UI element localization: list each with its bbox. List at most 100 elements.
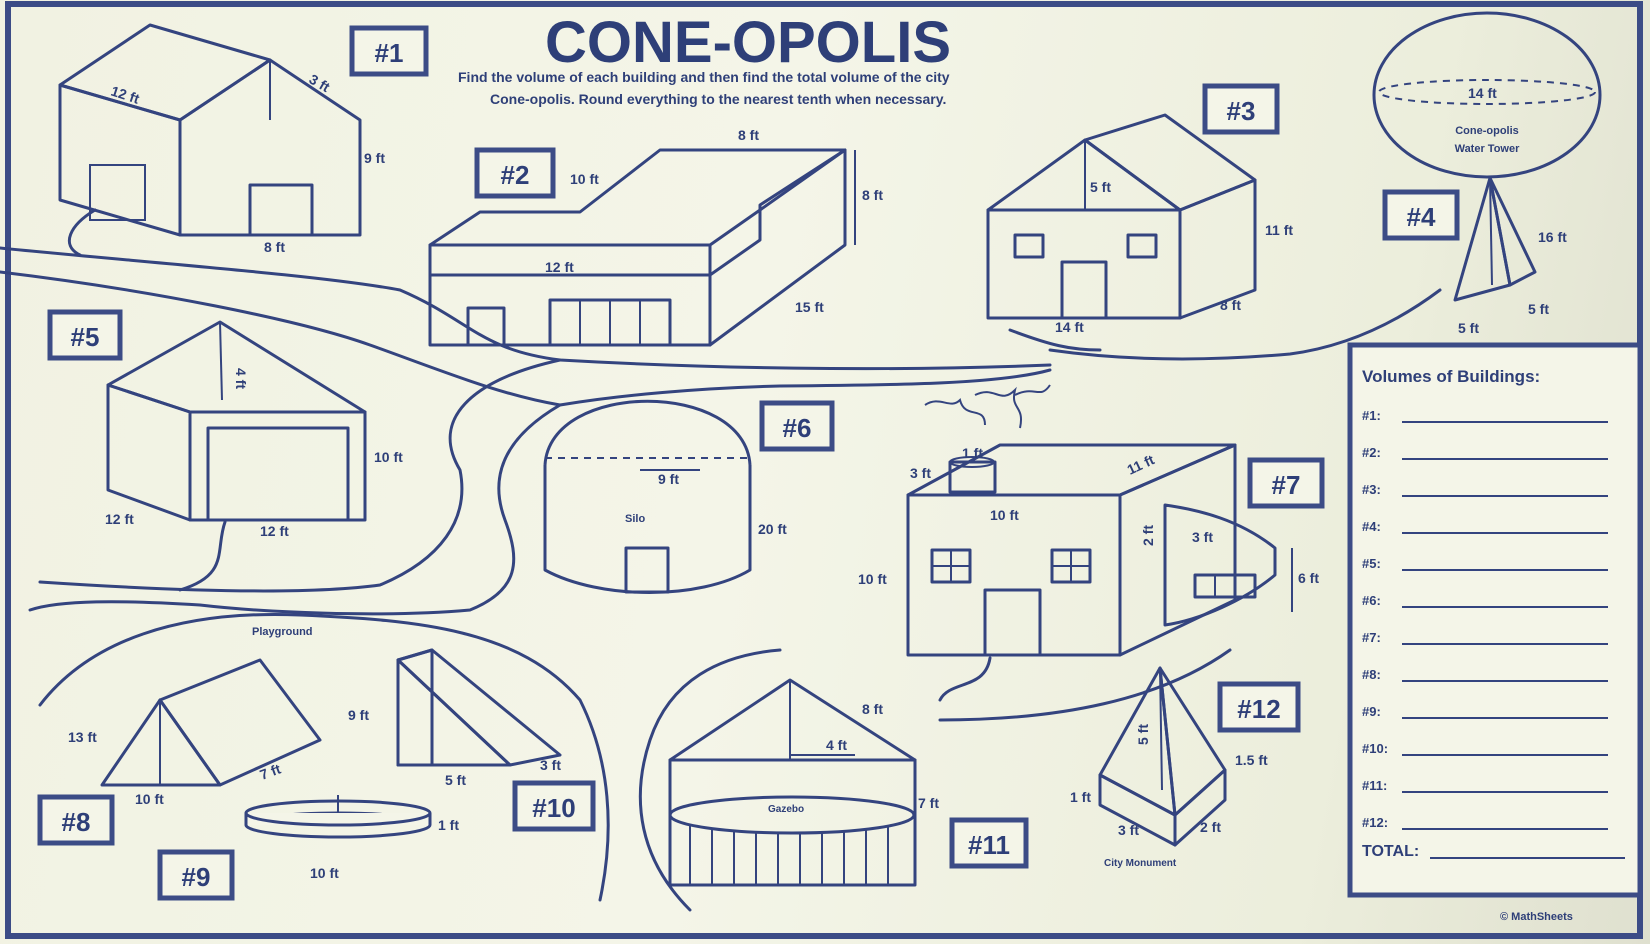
b11-railings (689, 825, 889, 885)
box-number-5 (47, 309, 123, 361)
box-number-10 (512, 780, 596, 832)
building-11: 8 ft 4 ft Gazebo 7 ft (668, 678, 939, 887)
b3-dim-4: 14 ft (1055, 319, 1084, 335)
b7-chimney (948, 460, 997, 494)
b7-door (983, 588, 1042, 657)
road-playground (38, 612, 610, 902)
volumes-panel-box (1347, 342, 1643, 898)
volume-row-label-6: #6: (1362, 593, 1381, 608)
b9-dim-2: 10 ft (310, 865, 339, 881)
b8-dim-3: 10 ft (135, 791, 164, 807)
number-label-3: #3 (1227, 96, 1256, 126)
road-middle-left (28, 403, 562, 616)
b11-dim-3: 7 ft (918, 795, 939, 811)
b1-roof-left (58, 23, 272, 122)
b2-side-wall (708, 148, 847, 347)
number-label-7: #7 (1272, 470, 1301, 500)
box-number-1 (349, 25, 429, 77)
b12-dim-1: 5 ft (1135, 724, 1151, 745)
b4-pyramid-side (1488, 176, 1537, 287)
b7-smoke-2 (974, 386, 1023, 429)
b3-door (1060, 260, 1108, 320)
playground-label: Playground (252, 626, 313, 638)
b12-height-line (1159, 667, 1163, 791)
b5-side-wall (106, 383, 192, 522)
b7-half-cylinder (1163, 503, 1277, 627)
building-2: 8 ft 10 ft 8 ft 12 ft 15 ft (428, 127, 883, 347)
building-9: 1 ft 10 ft (244, 795, 459, 881)
number-label-2: #2 (501, 160, 530, 190)
b9-pool-side (246, 813, 430, 825)
box-number-9 (157, 849, 235, 901)
b10-slide-top (396, 648, 562, 767)
b7-roof (906, 443, 1237, 497)
box-number-2 (474, 147, 556, 199)
b2-dim-3: 8 ft (862, 187, 883, 203)
b5-dim-3: 12 ft (105, 511, 134, 527)
b2-roof (428, 148, 847, 277)
b4-label-2: Water Tower (1455, 143, 1521, 155)
b7-dim-3: 11 ft (1125, 451, 1157, 477)
building-12: 5 ft 1 ft 1.5 ft 3 ft 2 ft City Monument (1070, 666, 1268, 869)
b3-window-right (1126, 233, 1158, 259)
b12-dim-3: 1.5 ft (1235, 752, 1268, 768)
b11-label: Gazebo (768, 804, 804, 815)
b4-pyramid-height (1489, 177, 1493, 286)
b11-rail-ellipse (668, 795, 916, 835)
volumes-heading: Volumes of Buildings: (1362, 367, 1540, 386)
road-house3 (1008, 328, 1102, 352)
b3-side-wall (1178, 178, 1257, 320)
b11-cone-roof (668, 678, 917, 762)
b4-label-1: Cone-opolis (1455, 125, 1519, 137)
b5-garage-door (206, 426, 350, 522)
box-number-3 (1202, 83, 1280, 135)
b11-dim-2: 4 ft (826, 737, 847, 753)
b12-label: City Monument (1104, 858, 1177, 869)
number-label-12: #12 (1237, 694, 1280, 724)
number-label-11: #11 (968, 830, 1010, 860)
volume-row-label-3: #3: (1362, 482, 1381, 497)
volume-row-label-7: #7: (1362, 630, 1381, 645)
volume-row-label-11: #11: (1362, 778, 1387, 793)
b12-dim-4: 3 ft (1118, 822, 1139, 838)
b7-path (938, 656, 992, 702)
b3-front-wall (986, 208, 1182, 320)
b8-dim-1: 13 ft (68, 729, 97, 745)
copyright-text: © MathSheets (1500, 911, 1573, 923)
b7-half-cylinder-windows (1193, 573, 1257, 599)
b10-dim-2: 5 ft (445, 772, 466, 788)
b11-dim-1: 8 ft (862, 701, 883, 717)
b10-dim-1: 9 ft (348, 707, 369, 723)
building-3: 5 ft 11 ft 8 ft 14 ft (986, 113, 1293, 335)
b12-dim-5: 2 ft (1200, 819, 1221, 835)
number-label-5: #5 (71, 322, 100, 352)
b10-dim-3: 3 ft (540, 757, 561, 773)
b12-pyramid-right (1158, 666, 1227, 817)
number-label-4: #4 (1407, 202, 1436, 232)
b1-dim-4: 8 ft (264, 239, 285, 255)
b7-dim-8: 10 ft (858, 571, 887, 587)
building-1: 12 ft 3 ft 9 ft 8 ft (58, 23, 385, 257)
b8-roof-side (158, 658, 322, 787)
b5-height-line (219, 321, 223, 401)
b7-dim-2: 3 ft (910, 465, 931, 481)
building-10: 9 ft 5 ft 3 ft (348, 648, 562, 788)
b1-side-wall (58, 83, 182, 237)
box-number-7 (1247, 457, 1325, 509)
number-label-1: #1 (375, 38, 404, 68)
b6-cylinder (543, 465, 752, 594)
b2-dim-2: 10 ft (570, 171, 599, 187)
b5-dim-4: 12 ft (260, 523, 289, 539)
b10-ladder-face (396, 648, 434, 767)
number-label-9: #9 (182, 862, 211, 892)
number-label-8: #8 (62, 807, 91, 837)
b7-dim-7: 6 ft (1298, 570, 1319, 586)
b5-dim-2: 10 ft (374, 449, 403, 465)
road-monument (938, 648, 1232, 722)
b5-path (178, 520, 227, 592)
number-label-6: #6 (783, 413, 812, 443)
volume-row-label-9: #9: (1362, 704, 1381, 719)
b3-dim-2: 11 ft (1265, 222, 1293, 238)
building-6: 9 ft Silo 20 ft (543, 399, 787, 594)
